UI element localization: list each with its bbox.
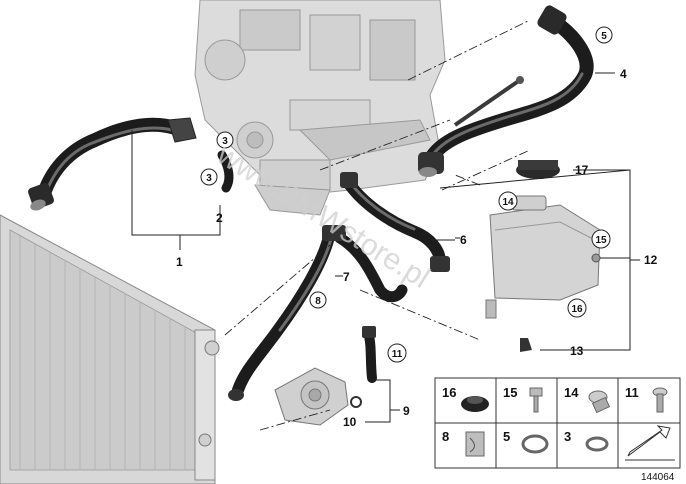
svg-text:16: 16 — [571, 304, 583, 315]
hose-3 — [217, 150, 234, 193]
svg-text:3: 3 — [206, 173, 212, 184]
hose-6 — [340, 172, 450, 272]
svg-text:14: 14 — [502, 197, 514, 208]
circled-callout-16: 16 — [567, 298, 587, 318]
legend-cell-3: 3 — [564, 429, 609, 452]
circled-callout-5: 5 — [595, 26, 613, 44]
hose-4 — [418, 5, 594, 177]
svg-text:5: 5 — [601, 31, 607, 42]
expansion-tank — [485, 160, 601, 352]
svg-text:15: 15 — [595, 235, 607, 246]
svg-text:3: 3 — [222, 136, 228, 147]
callout-9: 9 — [403, 404, 410, 418]
dashed-connectors — [224, 19, 531, 431]
circled-callout-3b: 3 — [200, 168, 218, 186]
svg-text:16: 16 — [442, 385, 456, 400]
legend-cell-14: 14 — [564, 385, 611, 414]
callout-6: 6 — [460, 233, 467, 247]
svg-text:8: 8 — [442, 429, 449, 444]
svg-text:14: 14 — [564, 385, 579, 400]
callout-12: 12 — [644, 253, 658, 267]
callout-13: 13 — [570, 344, 584, 358]
vent-line — [453, 76, 524, 127]
callout-7: 7 — [343, 270, 350, 284]
diagram-number: 144064 — [641, 472, 675, 483]
circled-callout-8: 8 — [309, 291, 327, 309]
callout-4: 4 — [620, 67, 627, 81]
circled-callout-15: 15 — [591, 229, 611, 249]
svg-text:5: 5 — [503, 429, 510, 444]
hose-1 — [28, 117, 197, 211]
circled-callout-11: 11 — [387, 343, 407, 363]
callouts: 1 2 4 6 7 9 10 12 13 17 — [176, 67, 658, 429]
radiator — [0, 214, 220, 484]
engine-block — [194, 0, 446, 216]
legend-cell-arrow — [625, 425, 675, 461]
callout-2: 2 — [216, 211, 223, 225]
callout-10: 10 — [343, 415, 357, 429]
circled-callouts: 3 3 5 8 11 14 15 16 — [200, 26, 613, 363]
svg-text:8: 8 — [315, 296, 321, 307]
hose-11 — [350, 326, 377, 408]
legend-cell-8: 8 — [442, 429, 485, 457]
legend-cell-11: 11 — [625, 385, 668, 413]
svg-text:11: 11 — [625, 385, 639, 400]
parts-legend: 16 15 14 11 8 5 3 — [434, 377, 681, 469]
legend-cell-5: 5 — [503, 429, 549, 454]
circled-callout-14: 14 — [498, 191, 518, 211]
water-pump — [274, 367, 349, 426]
legend-cell-15: 15 — [503, 385, 543, 413]
hose-7 — [228, 225, 408, 401]
svg-text:15: 15 — [503, 385, 517, 400]
legend-cell-16: 16 — [442, 385, 489, 412]
circled-callout-3a: 3 — [216, 131, 234, 149]
callout-1: 1 — [176, 255, 183, 269]
svg-text:11: 11 — [392, 349, 403, 360]
leader-lines — [131, 72, 640, 423]
callout-17: 17 — [575, 163, 589, 177]
svg-text:3: 3 — [564, 429, 571, 444]
